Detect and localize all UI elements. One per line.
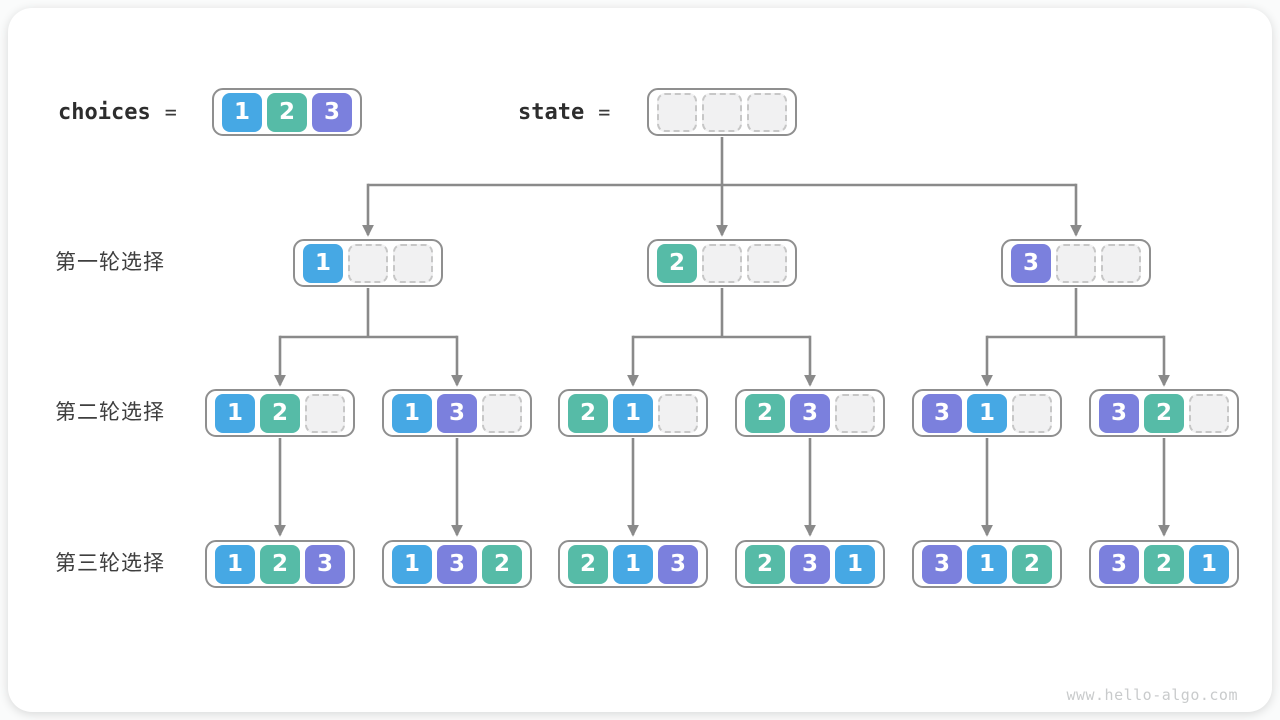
cell-value-3: 3 [437,393,477,433]
cell-value-2: 2 [267,92,307,132]
cell-value-3: 3 [1011,243,1051,283]
cell-value-3: 3 [922,544,962,584]
cell-value-3: 3 [790,393,830,433]
cell-value-3: 3 [437,544,477,584]
diagram-card [8,8,1272,712]
cell-value-2: 2 [745,544,785,584]
cell-value-1: 1 [222,92,262,132]
empty-cell [348,243,388,283]
empty-cell [1056,243,1096,283]
cell-value-3: 3 [1099,393,1139,433]
cell-value-1: 1 [215,544,255,584]
cell-value-1: 1 [967,544,1007,584]
cell-value-2: 2 [1012,544,1052,584]
choices-label: choices [58,99,151,125]
round1-node-2: 2 [647,239,797,287]
cell-value-3: 3 [1099,544,1139,584]
cell-value-1: 1 [613,544,653,584]
choices-equals-sign: = [164,100,177,124]
cell-value-1: 1 [392,544,432,584]
cell-value-3: 3 [305,544,345,584]
empty-cell [702,92,742,132]
state-label-group: state = [518,88,610,136]
round1-node-3: 3 [1001,239,1151,287]
empty-cell [702,243,742,283]
empty-cell [835,393,875,433]
cell-value-2: 2 [745,393,785,433]
empty-cell [1012,393,1052,433]
cell-value-2: 2 [568,393,608,433]
cell-value-1: 1 [392,393,432,433]
cell-value-3: 3 [658,544,698,584]
cell-value-2: 2 [657,243,697,283]
cell-value-1: 1 [613,393,653,433]
round1-node-1: 1 [293,239,443,287]
cell-value-2: 2 [260,393,300,433]
cell-value-1: 1 [835,544,875,584]
empty-cell [657,92,697,132]
cell-value-3: 3 [922,393,962,433]
cell-value-2: 2 [482,544,522,584]
cell-value-1: 1 [967,393,1007,433]
cell-value-1: 1 [303,243,343,283]
empty-cell [747,243,787,283]
cell-value-1: 1 [215,393,255,433]
empty-cell [1101,243,1141,283]
row-label-round-3: 第三轮选择 [55,552,165,575]
watermark-url: www.hello-algo.com [1066,686,1238,704]
cell-value-2: 2 [260,544,300,584]
empty-cell [305,393,345,433]
cell-value-2: 2 [1144,393,1184,433]
cell-value-3: 3 [790,544,830,584]
row-label-round-1: 第一轮选择 [55,251,165,274]
row-label-round-2: 第二轮选择 [55,401,165,424]
cell-value-1: 1 [1189,544,1229,584]
empty-cell [747,92,787,132]
empty-cell [393,243,433,283]
cell-value-3: 3 [312,92,352,132]
empty-cell [1189,393,1229,433]
state-label: state [518,99,585,125]
cell-value-2: 2 [1144,544,1184,584]
state-equals-sign: = [598,100,611,124]
cell-value-2: 2 [568,544,608,584]
empty-cell [482,393,522,433]
state-box [647,88,797,136]
empty-cell [658,393,698,433]
choices-label-group: choices = [58,88,177,136]
